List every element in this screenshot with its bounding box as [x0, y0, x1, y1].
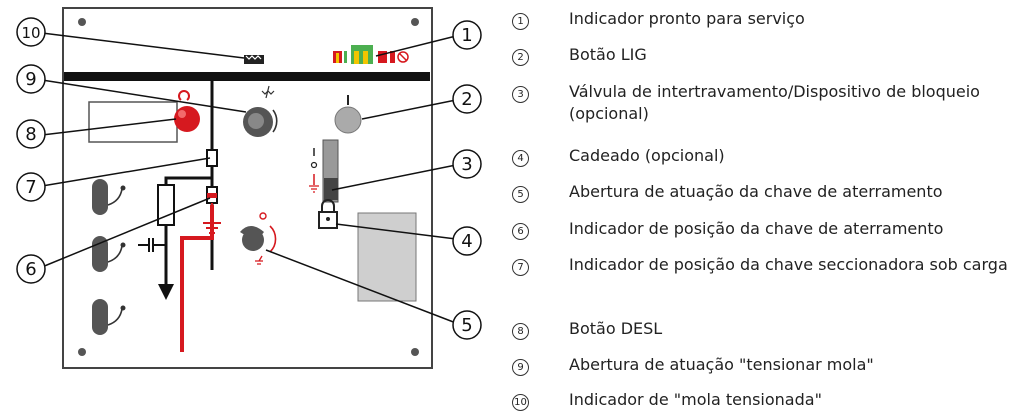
svg-text:6: 6 [25, 259, 36, 280]
svg-text:3: 3 [461, 154, 472, 175]
callout-7: 7 [16, 172, 46, 202]
on-button[interactable] [334, 95, 362, 134]
svg-text:10: 10 [21, 24, 40, 42]
leader-line-1 [375, 35, 457, 57]
legend-item: 1 Indicador pronto para serviço [512, 8, 1032, 30]
leader-line-10 [41, 32, 245, 59]
leader-line-7 [41, 157, 211, 187]
mimic-branch [164, 176, 212, 285]
svg-text:9: 9 [25, 69, 36, 90]
legend-text: Cadeado (opcional) [569, 146, 725, 165]
earthing-switch-position-indicator [206, 186, 218, 204]
legend-text: Indicador de posição da chave de aterram… [569, 219, 944, 238]
legend-number: 8 [512, 323, 529, 340]
legend-item: 4 Cadeado (opcional) [512, 145, 1032, 167]
earth-symbol [203, 203, 221, 234]
leader-line-6 [41, 197, 211, 268]
screw [78, 18, 86, 26]
spring-charging-opening[interactable] [243, 85, 278, 137]
leader-line-9 [41, 79, 247, 113]
callout-8: 8 [16, 119, 46, 149]
svg-text:2: 2 [461, 89, 472, 110]
earthing-switch-opening[interactable] [240, 212, 277, 265]
legend-item: 3 Válvula de intertravamento/Dispositivo… [512, 81, 1032, 125]
callout-1: 1 [452, 20, 482, 50]
svg-text:5: 5 [461, 315, 472, 336]
legend-text: Válvula de intertravamento/Dispositivo d… [569, 82, 980, 123]
legend-item: 6 Indicador de posição da chave de aterr… [512, 218, 1032, 240]
busbar [64, 72, 430, 81]
screw [411, 18, 419, 26]
svg-text:1: 1 [461, 25, 472, 46]
legend-text: Botão LIG [569, 45, 647, 64]
svg-text:7: 7 [25, 177, 36, 198]
screw [78, 348, 86, 356]
legend-item: 7 Indicador de posição da chave secciona… [512, 254, 1032, 276]
legend-number: 5 [512, 186, 529, 203]
cable-plug [92, 179, 126, 215]
legend-number: 4 [512, 150, 529, 167]
legend-item: 9 Abertura de atuação "tensionar mola" [512, 354, 1032, 376]
leader-line-5 [265, 249, 457, 324]
legend-number: 9 [512, 359, 529, 376]
legend-text: Botão DESL [569, 319, 663, 338]
leader-line-8 [41, 118, 177, 136]
legend-number: 3 [512, 86, 529, 103]
cable-plug [92, 299, 126, 335]
legend-text: Indicador pronto para serviço [569, 9, 805, 28]
legend-text: Indicador de posição da chave seccionado… [569, 255, 1008, 274]
spring-charged-indicator [244, 55, 264, 64]
capacitor-symbol [138, 238, 166, 252]
callout-9: 9 [16, 64, 46, 94]
screw [411, 348, 419, 356]
callout-4: 4 [452, 226, 482, 256]
legend-number: 7 [512, 259, 529, 276]
legend-text: Abertura de atuação da chave de aterrame… [569, 182, 943, 201]
legend-text: Indicador de "mola tensionada" [569, 390, 822, 409]
svg-text:8: 8 [25, 124, 36, 145]
callout-3: 3 [452, 149, 482, 179]
legend-number: 6 [512, 223, 529, 240]
mimic-arrow [158, 284, 174, 300]
label-plate [88, 101, 178, 143]
legend-item: 10 Indicador de "mola tensionada" [512, 389, 1032, 411]
ready-for-service-indicator [333, 45, 409, 64]
legend-item: 8 Botão DESL [512, 318, 1032, 340]
legend-item: 5 Abertura de atuação da chave de aterra… [512, 181, 1032, 203]
legend-number: 1 [512, 13, 529, 30]
legend-text: Abertura de atuação "tensionar mola" [569, 355, 874, 374]
leader-line-4 [335, 223, 457, 240]
legend-number: 2 [512, 49, 529, 66]
callout-10: 10 [16, 17, 46, 47]
leader-line-3 [331, 164, 457, 191]
legend-item: 2 Botão LIG [512, 44, 1032, 66]
inspection-window [357, 212, 417, 302]
legend-number: 10 [512, 394, 529, 411]
interlocking-valve[interactable] [309, 139, 339, 203]
callout-2: 2 [452, 84, 482, 114]
svg-text:4: 4 [461, 231, 472, 252]
callout-5: 5 [452, 310, 482, 340]
switchgear-front-panel-diagram: 1 2 3 4 5 6 7 8 9 10 [16, 7, 482, 369]
callout-6: 6 [16, 254, 46, 284]
leader-line-2 [361, 99, 457, 120]
padlock[interactable] [318, 199, 338, 229]
off-button[interactable] [174, 90, 200, 132]
